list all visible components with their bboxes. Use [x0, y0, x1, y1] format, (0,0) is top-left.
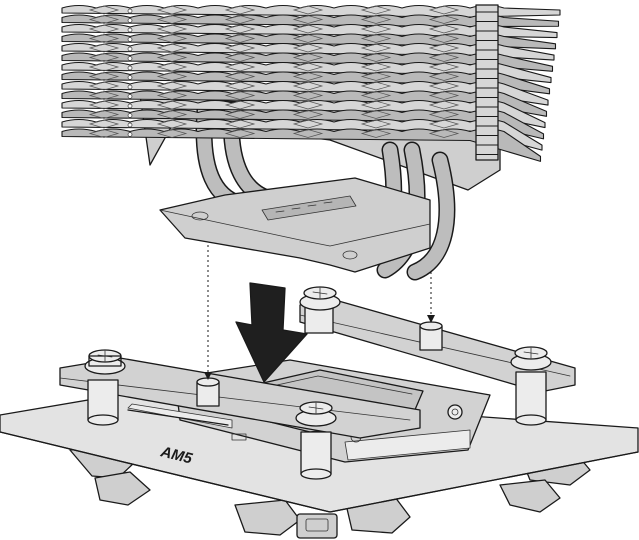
standoff-back-right [515, 371, 547, 426]
fin-side-column [475, 4, 499, 161]
fin-stack [61, 4, 561, 162]
socket-screw-right [447, 404, 463, 420]
socket-latch [344, 429, 471, 461]
cooler-base [159, 177, 431, 273]
thumb-screw-back-left [299, 286, 341, 311]
mounting-pin-left [196, 377, 220, 407]
alignment-guide-right [427, 262, 435, 323]
standoff-front-left [87, 379, 119, 426]
heatsink-cooler [61, 4, 561, 281]
standoff-front-right [300, 431, 332, 480]
thumb-screw-back-right [510, 346, 552, 371]
thumb-screw-front-right [295, 401, 337, 427]
mounting-pin-right [419, 321, 443, 351]
base-screw-hole-left [191, 211, 209, 221]
alignment-guide-left [204, 240, 212, 380]
down-arrow-icon [235, 282, 308, 383]
thumb-screw-front-left [84, 349, 126, 375]
